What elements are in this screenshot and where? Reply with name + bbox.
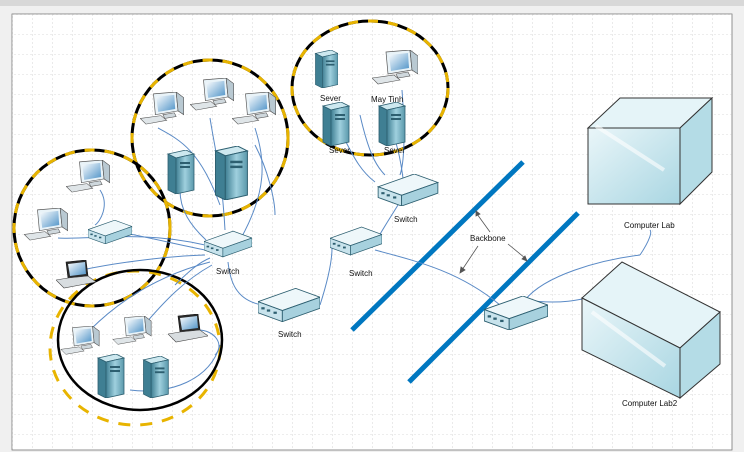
lab-building-icon[interactable] <box>581 261 721 400</box>
label-switch-mid: Switch <box>349 269 373 278</box>
label-switch-low: Switch <box>278 330 302 339</box>
server-tower-icon[interactable] <box>142 356 169 398</box>
label-may-tinh: May Tinh <box>371 95 403 104</box>
label-computer-lab: Computer Lab <box>624 221 675 230</box>
server-tower-icon[interactable] <box>167 150 195 194</box>
server-tower-icon[interactable] <box>97 354 125 398</box>
label-sever-left: Sever <box>329 146 350 155</box>
backbone-line-2[interactable] <box>407 211 580 384</box>
label-sever-top: Sever <box>320 94 341 103</box>
backbone-pointer-arrows <box>459 210 528 274</box>
label-computer-lab2: Computer Lab2 <box>622 399 678 408</box>
label-backbone: Backbone <box>470 234 506 243</box>
group-circle-top-left[interactable] <box>130 58 290 218</box>
label-sever-right: Sever <box>384 146 405 155</box>
lab-building-icon[interactable] <box>586 96 714 206</box>
server-tower-icon[interactable] <box>378 102 406 146</box>
group-circle-left[interactable] <box>12 148 172 308</box>
network-links <box>57 89 652 392</box>
server-tower-icon[interactable] <box>315 50 338 88</box>
server-tower-icon[interactable] <box>322 102 350 146</box>
backbone-line-1[interactable] <box>350 160 525 332</box>
label-switch-left: Switch <box>216 267 240 276</box>
label-switch-top: Switch <box>394 215 418 224</box>
server-tower-icon[interactable] <box>214 146 249 200</box>
group-circle-servers[interactable] <box>290 19 450 157</box>
group-circle-bottom[interactable] <box>48 268 224 427</box>
